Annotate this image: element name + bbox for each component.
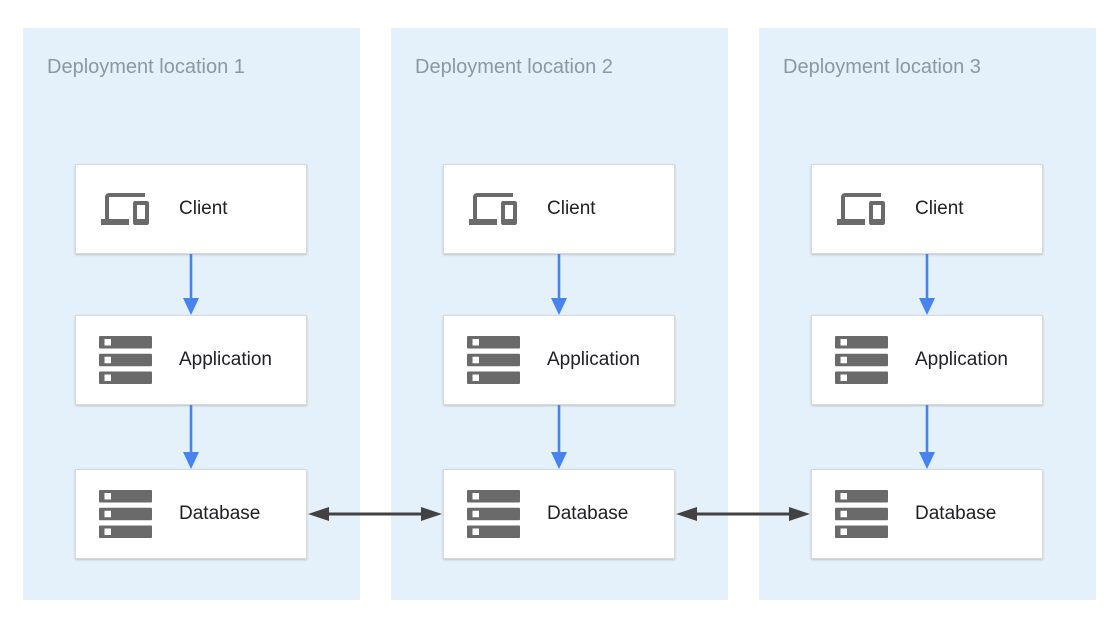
devices-icon bbox=[832, 185, 890, 233]
client-node: Client bbox=[75, 164, 307, 254]
flow-arrow-client-to-application bbox=[183, 254, 199, 315]
devices-icon bbox=[464, 185, 522, 233]
flow-arrow-client-to-application bbox=[551, 254, 567, 315]
server-stack-icon bbox=[96, 336, 154, 384]
server-stack-icon bbox=[464, 490, 522, 538]
bidirectional-arrow-db2-db3 bbox=[676, 507, 810, 521]
node-label: Client bbox=[179, 198, 228, 219]
panel-title: Deployment location 3 bbox=[783, 56, 981, 78]
devices-icon bbox=[96, 185, 154, 233]
bidirectional-arrow-db1-db2 bbox=[308, 507, 442, 521]
flow-arrow-client-to-application bbox=[919, 254, 935, 315]
node-label: Application bbox=[547, 349, 640, 370]
node-label: Application bbox=[179, 349, 272, 370]
node-label: Database bbox=[915, 503, 997, 524]
server-stack-icon bbox=[96, 490, 154, 538]
application-node: Application bbox=[75, 315, 307, 405]
panel-title: Deployment location 1 bbox=[47, 56, 245, 78]
flow-arrow-application-to-database bbox=[551, 405, 567, 469]
flow-arrow-application-to-database bbox=[919, 405, 935, 469]
flow-arrow-application-to-database bbox=[183, 405, 199, 469]
deployment-location-2-panel: Deployment location 2 Client Application bbox=[391, 28, 728, 600]
client-node: Client bbox=[443, 164, 675, 254]
deployment-location-3-panel: Deployment location 3 Client Application bbox=[759, 28, 1096, 600]
database-node: Database bbox=[443, 469, 675, 559]
deployment-location-1-panel: Deployment location 1 Client Application bbox=[23, 28, 360, 600]
server-stack-icon bbox=[464, 336, 522, 384]
node-label: Application bbox=[915, 349, 1008, 370]
database-node: Database bbox=[75, 469, 307, 559]
application-node: Application bbox=[811, 315, 1043, 405]
server-stack-icon bbox=[832, 490, 890, 538]
node-label: Client bbox=[547, 198, 596, 219]
server-stack-icon bbox=[832, 336, 890, 384]
panel-title: Deployment location 2 bbox=[415, 56, 613, 78]
application-node: Application bbox=[443, 315, 675, 405]
node-label: Client bbox=[915, 198, 964, 219]
database-node: Database bbox=[811, 469, 1043, 559]
node-label: Database bbox=[547, 503, 629, 524]
node-label: Database bbox=[179, 503, 261, 524]
client-node: Client bbox=[811, 164, 1043, 254]
